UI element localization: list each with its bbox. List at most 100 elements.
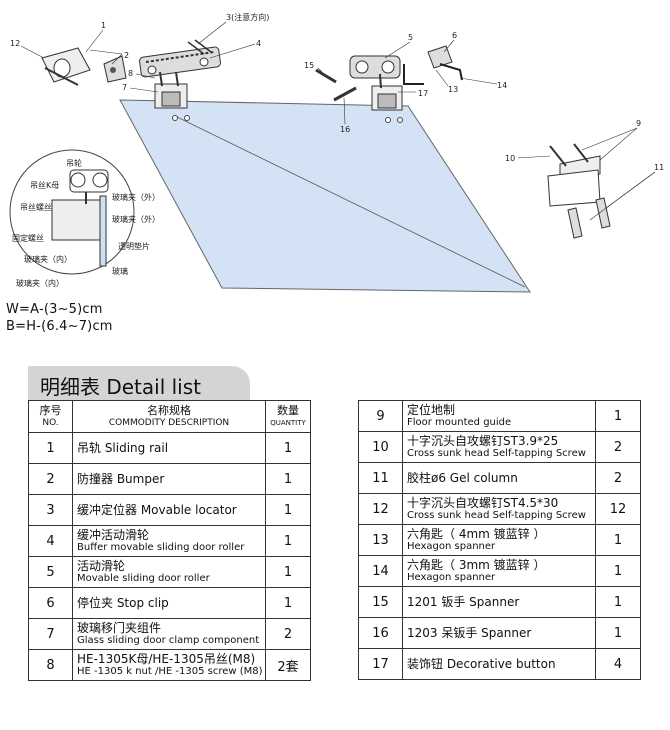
label-clamp-outer: 玻璃夹（外）: [112, 214, 160, 224]
callout-4: 4: [256, 39, 261, 48]
row-description: 1203 呆钣手 Spanner: [402, 617, 596, 649]
row-description: 六角匙（ 3mm 镀蓝锌 ）Hexagon spanner: [402, 555, 596, 587]
callout-6: 6: [452, 31, 457, 40]
table-row: 1 吊轨 Sliding rail 1: [28, 432, 311, 464]
row-quantity: 1: [595, 586, 641, 618]
label-glass: 玻璃: [112, 266, 128, 276]
formula-w: W=A-(3~5)cm: [6, 302, 103, 317]
callout-17: 17: [418, 89, 428, 98]
callout-9: 9: [636, 119, 641, 128]
callout-11: 11: [654, 163, 664, 172]
row-number: 15: [358, 586, 403, 618]
row-number: 9: [358, 400, 403, 432]
callout-16: 16: [340, 125, 350, 134]
table-row: 14 六角匙（ 3mm 镀蓝锌 ）Hexagon spanner 1: [358, 555, 641, 587]
label-k-nut: 吊丝K母: [30, 180, 59, 190]
row-quantity: 1: [265, 525, 311, 557]
callout-12: 12: [10, 39, 20, 48]
row-quantity: 2: [265, 618, 311, 650]
row-quantity: 1: [265, 432, 311, 464]
callout-3: 3(注意方向): [226, 12, 269, 22]
table-row: 13 六角匙（ 4mm 镀蓝锌 ）Hexagon spanner 1: [358, 524, 641, 556]
row-quantity: 1: [595, 400, 641, 432]
row-quantity: 1: [595, 524, 641, 556]
row-description: 停位夹 Stop clip: [72, 587, 266, 619]
row-number: 1: [28, 432, 73, 464]
label-pad: 透明垫片: [118, 241, 150, 251]
spanner-part: [315, 68, 357, 102]
glass-hole: [184, 115, 190, 121]
table-row: 6 停位夹 Stop clip 1: [28, 587, 311, 619]
row-quantity: 2: [595, 462, 641, 494]
row-number: 12: [358, 493, 403, 525]
glass-diagonal: [174, 115, 526, 288]
stop-clip-part: [427, 45, 453, 69]
row-number: 4: [28, 525, 73, 557]
row-number: 14: [358, 555, 403, 587]
row-description: 1201 钣手 Spanner: [402, 586, 596, 618]
leader-lines: [20, 21, 656, 221]
table-row: 2 防撞器 Bumper 1: [28, 463, 311, 495]
row-quantity: 1: [595, 555, 641, 587]
callout-2: 2: [124, 51, 129, 60]
table-row: 15 1201 钣手 Spanner 1: [358, 586, 641, 618]
callout-13: 13: [448, 85, 458, 94]
left-clamp-part: [154, 71, 188, 109]
glass-hole: [385, 117, 391, 123]
row-quantity: 1: [595, 617, 641, 649]
row-number: 11: [358, 462, 403, 494]
glass-panel: [119, 99, 531, 293]
row-quantity: 1: [265, 556, 311, 588]
label-clamp-outer-top: 玻璃夹（外）: [112, 192, 160, 202]
row-number: 7: [28, 618, 73, 650]
callout-8: 8: [128, 69, 133, 78]
callout-15: 15: [304, 61, 314, 70]
row-quantity: 1: [265, 463, 311, 495]
label-clamp-inner-mid: 玻璃夹（内）: [24, 254, 72, 264]
bumper-part: [103, 55, 127, 83]
row-number: 13: [358, 524, 403, 556]
right-clamp-part: [371, 73, 403, 111]
table-row: 16 1203 呆钣手 Spanner 1: [358, 617, 641, 649]
row-quantity: 12: [595, 493, 641, 525]
row-description: 装饰钮 Decorative button: [402, 648, 596, 680]
row-number: 16: [358, 617, 403, 649]
callout-5: 5: [408, 33, 413, 42]
label-fix-screw: 固定螺丝: [12, 233, 44, 243]
table-row: 8 HE-1305K母/HE-1305吊丝(M8)HE -1305 k nut …: [28, 649, 311, 681]
detail-list-title-box: 明细表 Detail list: [28, 366, 250, 400]
row-description: 胶柱ø6 Gel column: [402, 462, 596, 494]
glass-hole: [397, 117, 403, 123]
detail-list-title: 明细表 Detail list: [40, 375, 202, 399]
table-row: 3 缓冲定位器 Movable locator 1: [28, 494, 311, 526]
floor-guide-part: [547, 143, 611, 239]
row-quantity: 1: [265, 587, 311, 619]
callout-10: 10: [505, 154, 515, 163]
screw-part: [187, 39, 212, 55]
table-row: 11 胶柱ø6 Gel column 2: [358, 462, 641, 494]
callout-7: 7: [122, 83, 127, 92]
row-description: 六角匙（ 4mm 镀蓝锌 ）Hexagon spanner: [402, 524, 596, 556]
row-number: 8: [28, 649, 73, 681]
row-description: 防撞器 Bumper: [72, 463, 266, 495]
row-number: 3: [28, 494, 73, 526]
row-description: 缓冲定位器 Movable locator: [72, 494, 266, 526]
hex-key-part: [403, 63, 463, 85]
assembly-diagram: 1 2 3(注意方向) 4 5 6 7 8 9 10 11 12 13 14 1…: [9, 12, 664, 293]
row-quantity: 2: [595, 431, 641, 463]
label-roller: 吊轮: [66, 158, 82, 168]
